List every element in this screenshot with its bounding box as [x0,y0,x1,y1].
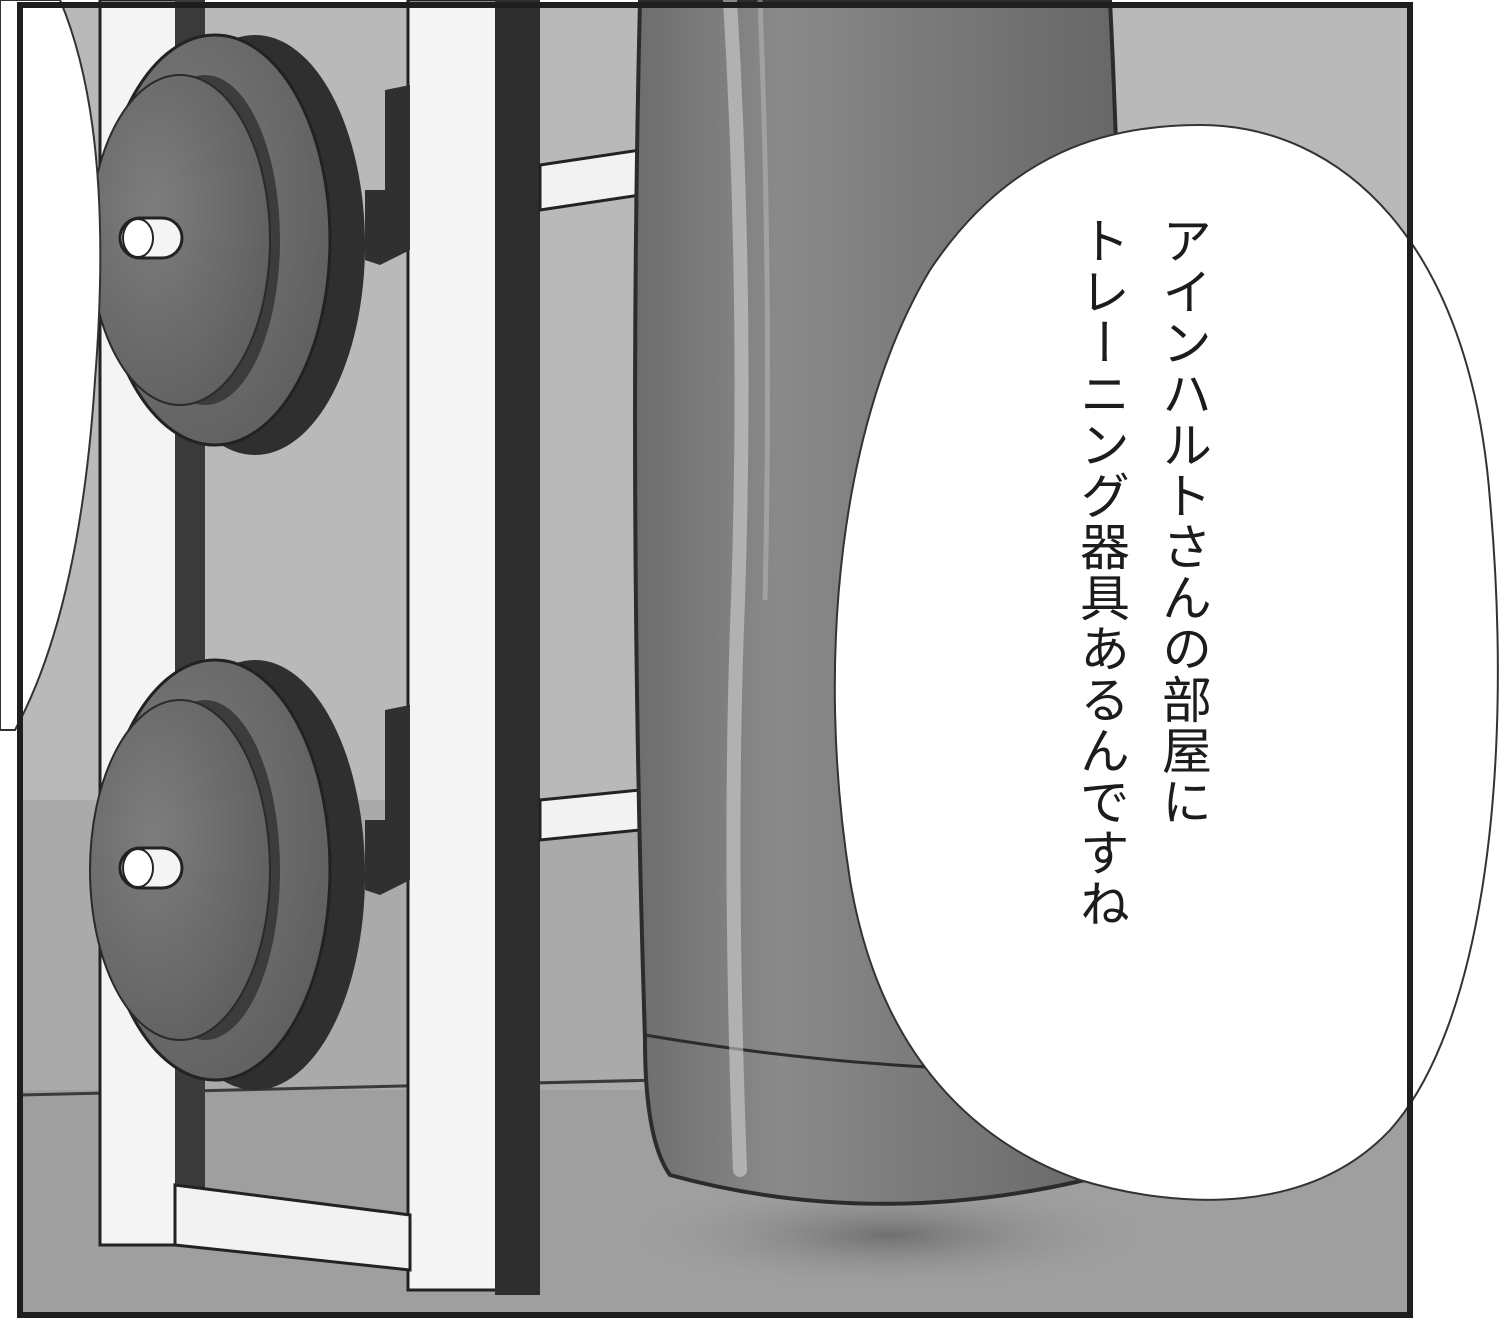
speech-line-1: アインハルトさんの部屋に [1154,215,1212,827]
floor-shadow [630,1180,1150,1290]
speech-bubble [833,123,1499,1201]
panel-border [17,2,1413,1318]
weight-rack [98,0,642,1295]
upper-weight-plate [89,33,410,455]
lower-weight-plate [89,658,410,1090]
speech-text: アインハルトさんの部屋に トレーニング器具あるんですね [1060,215,1224,1115]
left-speech-bubble [0,0,102,731]
speech-line-2: トレーニング器具あるんですね [1072,215,1130,929]
